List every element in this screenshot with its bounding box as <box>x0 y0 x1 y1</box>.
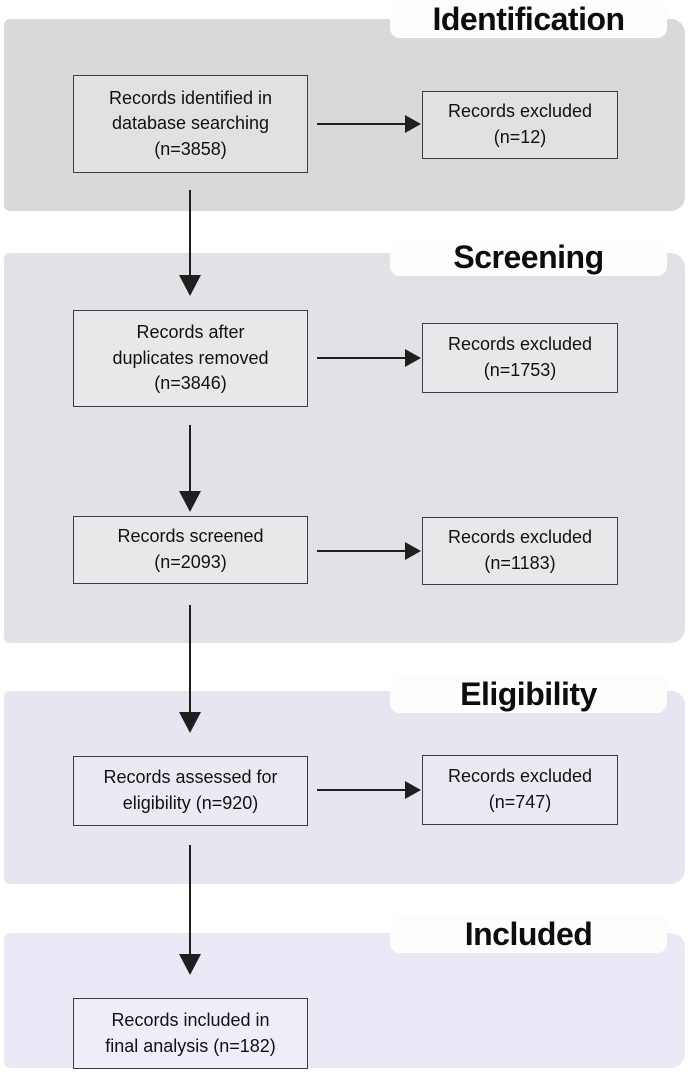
phase-header-eligibility: Eligibility <box>390 675 667 713</box>
arrowhead-right-icon <box>405 542 421 560</box>
box-records-excluded-eligibility: Records excluded (n=747) <box>422 755 618 825</box>
box-records-identified-text: Records identified in database searching… <box>108 87 273 159</box>
arrowhead-right-icon <box>405 115 421 133</box>
arrowhead-down-icon <box>179 275 201 296</box>
box-records-excluded-duplicates-text: Records excluded (n=1753) <box>447 334 593 380</box>
phase-header-included: Included <box>390 915 667 953</box>
box-records-excluded-identification-text: Records excluded (n=12) <box>447 101 593 147</box>
box-records-included-final: Records included in final analysis (n=18… <box>73 998 308 1069</box>
box-records-excluded-identification: Records excluded (n=12) <box>422 91 618 159</box>
box-duplicates-removed: Records after duplicates removed (n=3846… <box>73 310 308 407</box>
arrow-line <box>189 605 191 712</box>
box-records-screened-text: Records screened (n=2093) <box>117 526 264 572</box>
arrowhead-down-icon <box>179 491 201 512</box>
arrow-dedup-to-excluded <box>317 349 421 367</box>
screening-band <box>4 253 685 643</box>
included-band <box>4 933 685 1068</box>
arrow-line <box>189 845 191 954</box>
arrow-dedup-to-screened <box>179 425 201 512</box>
box-duplicates-removed-text: Records after duplicates removed (n=3846… <box>112 322 269 394</box>
phase-header-identification: Identification <box>390 0 667 38</box>
arrow-assessed-to-final <box>179 845 201 975</box>
box-records-excluded-eligibility-text: Records excluded (n=747) <box>447 766 593 812</box>
arrowhead-down-icon <box>179 954 201 975</box>
arrow-line <box>317 123 405 125</box>
box-records-identified: Records identified in database searching… <box>73 75 308 173</box>
box-records-excluded-screening: Records excluded (n=1183) <box>422 517 618 585</box>
arrow-assessed-to-excluded <box>317 781 421 799</box>
phase-label-screening: Screening <box>453 238 604 275</box>
box-records-assessed: Records assessed for eligibility (n=920) <box>73 756 308 826</box>
phase-header-screening: Screening <box>390 238 667 276</box>
box-records-screened: Records screened (n=2093) <box>73 516 308 584</box>
arrow-line <box>189 425 191 491</box>
box-records-included-final-text: Records included in final analysis (n=18… <box>105 1009 276 1056</box>
eligibility-band <box>4 691 685 884</box>
arrowhead-right-icon <box>405 781 421 799</box>
arrow-identified-to-dedup <box>179 190 201 296</box>
phase-label-eligibility: Eligibility <box>460 675 597 712</box>
arrow-identified-to-excluded <box>317 115 421 133</box>
arrow-line <box>317 550 405 552</box>
arrow-line <box>189 190 191 275</box>
arrow-line <box>317 789 405 791</box>
arrowhead-right-icon <box>405 349 421 367</box>
identification-band <box>4 19 685 211</box>
phase-label-identification: Identification <box>432 0 625 37</box>
box-records-excluded-duplicates: Records excluded (n=1753) <box>422 323 618 393</box>
arrow-screened-to-assessed <box>179 605 201 733</box>
box-records-assessed-text: Records assessed for eligibility (n=920) <box>103 767 278 813</box>
arrow-line <box>317 357 405 359</box>
box-records-excluded-screening-text: Records excluded (n=1183) <box>447 527 593 573</box>
phase-label-included: Included <box>464 915 593 952</box>
arrow-screened-to-excluded <box>317 542 421 560</box>
arrowhead-down-icon <box>179 712 201 733</box>
